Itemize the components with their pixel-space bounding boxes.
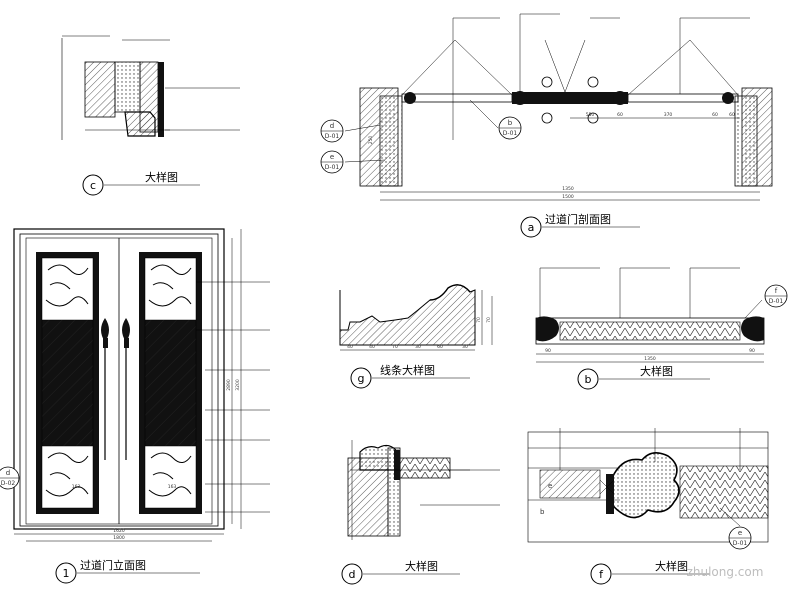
detail-a-dim-top-4: 60 <box>712 112 718 118</box>
detail-g-dim-h: 70 <box>476 317 482 323</box>
detail-b-dim-right: 90 <box>749 348 755 354</box>
detail-a-callout-b-ref: D-01 <box>503 130 518 137</box>
detail-1-marker: 1 <box>63 567 70 580</box>
detail-g-dim-5: 60 <box>437 344 443 350</box>
detail-b-marker: b <box>585 373 592 386</box>
detail-a-callout-d-ref: D-01 <box>325 133 340 140</box>
detail-b: 90 90 1350 f D-01 b 大样图 <box>535 267 788 390</box>
detail-c: c 大样图 <box>61 35 240 196</box>
detail-a-dim-main: 1500 <box>562 194 574 200</box>
detail-d-title: 大样图 <box>405 559 438 573</box>
detail-a-dim-top-1: 550 <box>586 112 595 118</box>
detail-a-callout-b-letter: b <box>508 119 513 127</box>
detail-g-dim-4: 30 <box>415 344 421 350</box>
detail-f-label-b: b <box>540 508 545 516</box>
detail-c-marker: c <box>90 179 96 192</box>
detail-g-dim-1: 40 <box>347 344 353 350</box>
detail-d-marker: d <box>349 568 356 581</box>
detail-b-dim-total: 1350 <box>644 356 656 362</box>
detail-a-dim-top-2: 60 <box>617 112 623 118</box>
detail-1-dim-inner: 1620 <box>113 528 125 534</box>
detail-c-title: 大样图 <box>145 170 178 184</box>
detail-1-dim-height: 3200 <box>235 379 241 391</box>
detail-g-title: 线条大样图 <box>380 363 435 377</box>
detail-b-dim-left: 90 <box>545 348 551 354</box>
detail-b-callout-letter: f <box>775 287 778 295</box>
detail-1-dim-bottom: 163 <box>72 484 81 490</box>
detail-f-label-e: e <box>548 482 552 490</box>
detail-1-dim-bottom2: 163 <box>168 484 177 490</box>
detail-b-callout-ref: D-01 <box>769 298 784 305</box>
detail-f: e b e D-01 f 大样图 <box>527 428 769 585</box>
detail-f-callout-ref: D-01 <box>733 540 748 547</box>
detail-a: 550 60 370 60 60 1350 1500 250 d D-01 e … <box>320 13 773 238</box>
detail-1-elevation: 2890 3200 1620 1800 163 163 d D-02 1 过道门… <box>0 228 270 584</box>
detail-g: 40 40 70 30 60 30 70 70 g 线条大样图 <box>339 284 493 389</box>
watermark-text: zhulong.com <box>687 565 764 579</box>
detail-1-callout-ref: D-02 <box>1 480 16 487</box>
detail-a-callout-d-letter: d <box>330 122 334 130</box>
detail-a-callout-e-letter: e <box>330 153 334 161</box>
detail-g-marker: g <box>358 372 365 385</box>
detail-a-dim-inner: 1350 <box>562 186 574 192</box>
detail-1-dim-width: 1800 <box>113 535 125 541</box>
detail-f-title: 大样图 <box>655 559 688 573</box>
detail-1-callout-letter: d <box>6 469 10 477</box>
detail-f-callout-letter: e <box>738 529 742 537</box>
detail-a-marker: a <box>528 221 535 234</box>
detail-g-dim-h2: 70 <box>486 317 492 323</box>
detail-d: d 大样图 <box>341 440 500 585</box>
detail-g-dim-2: 40 <box>369 344 375 350</box>
detail-a-dim-top-5: 60 <box>729 112 735 118</box>
detail-1-title: 过道门立面图 <box>80 558 146 572</box>
detail-b-title: 大样图 <box>640 364 673 378</box>
detail-a-dim-thk: 250 <box>368 136 374 145</box>
detail-f-marker: f <box>599 568 604 581</box>
detail-a-callout-e-ref: D-01 <box>325 164 340 171</box>
detail-a-title: 过道门剖面图 <box>545 212 611 226</box>
detail-a-dim-top-3: 370 <box>664 112 673 118</box>
detail-g-dim-6: 30 <box>462 344 468 350</box>
detail-1-dim-mid: 2890 <box>226 379 232 391</box>
detail-g-dim-3: 70 <box>392 344 398 350</box>
